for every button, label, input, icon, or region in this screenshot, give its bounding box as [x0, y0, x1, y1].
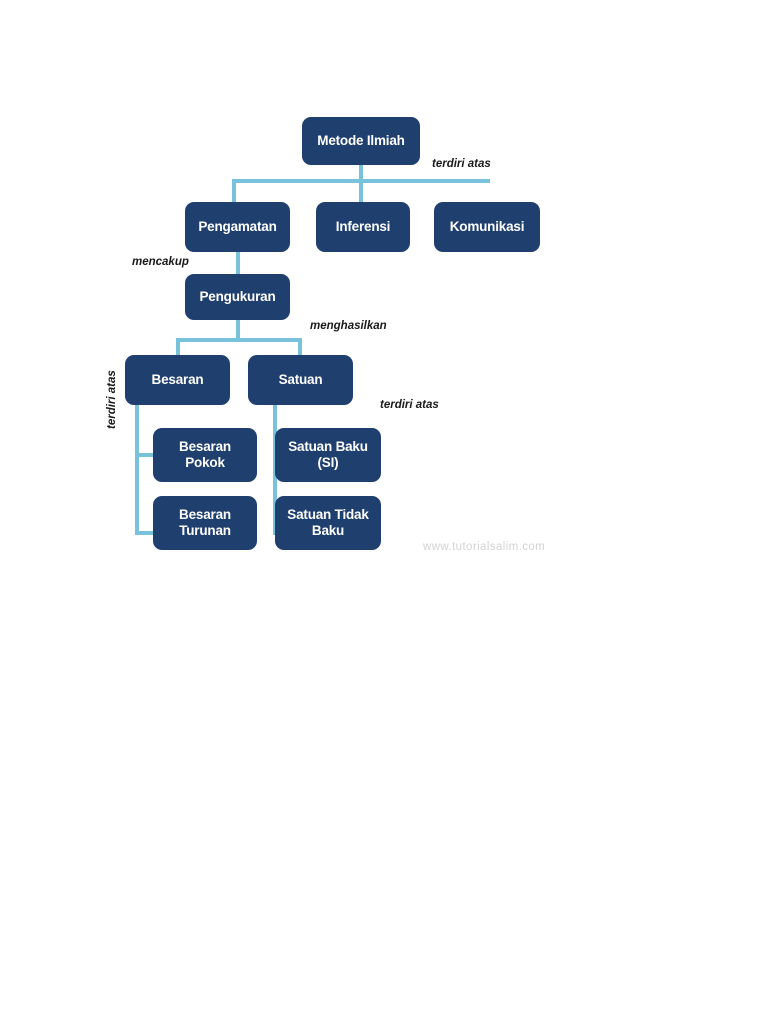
node-satuan-tidak-baku[interactable]: Satuan Tidak Baku	[275, 496, 381, 550]
node-satuan[interactable]: Satuan	[248, 355, 353, 405]
connector-pengamatan-pengukuran	[236, 250, 240, 276]
connector-stub-besaran-turunan	[135, 531, 155, 535]
node-label: Metode Ilmiah	[317, 132, 405, 148]
connector-pengukuran-stem	[236, 318, 240, 340]
node-label: Satuan Tidak Baku	[287, 506, 369, 538]
node-label: Satuan	[278, 371, 323, 387]
connector-stub-besaran-pokok	[135, 453, 155, 457]
connector-root-stem	[359, 163, 363, 182]
node-label: Satuan Baku (SI)	[288, 438, 368, 470]
node-besaran[interactable]: Besaran	[125, 355, 230, 405]
node-label: Besaran	[151, 371, 204, 387]
node-label: Inferensi	[335, 218, 391, 234]
node-label: Besaran Pokok	[179, 438, 231, 470]
connector-drop-inferensi	[359, 179, 363, 204]
node-pengukuran[interactable]: Pengukuran	[185, 274, 290, 320]
edge-label-mencakup: mencakup	[132, 256, 189, 268]
connector-drop-besaran	[176, 338, 180, 357]
connector-besaran-satuan-bus	[176, 338, 302, 342]
node-komunikasi[interactable]: Komunikasi	[434, 202, 540, 252]
node-inferensi[interactable]: Inferensi	[316, 202, 410, 252]
node-besaran-pokok[interactable]: Besaran Pokok	[153, 428, 257, 482]
node-besaran-turunan[interactable]: Besaran Turunan	[153, 496, 257, 550]
node-label: Besaran Turunan	[179, 506, 231, 538]
edge-label-terdiri-atas-right: terdiri atas	[380, 399, 439, 411]
node-label: Pengukuran	[199, 288, 276, 304]
node-label: Komunikasi	[449, 218, 525, 234]
edge-label-terdiri-atas-left: terdiri atas	[106, 370, 118, 429]
node-label: Pengamatan	[198, 218, 277, 234]
node-satuan-baku-si[interactable]: Satuan Baku (SI)	[275, 428, 381, 482]
edge-label-terdiri-atas-top: terdiri atas	[432, 158, 491, 170]
node-metode-ilmiah[interactable]: Metode Ilmiah	[302, 117, 420, 165]
node-pengamatan[interactable]: Pengamatan	[185, 202, 290, 252]
watermark: www.tutorialsalim.com	[423, 541, 546, 553]
connector-besaran-spine	[135, 403, 139, 535]
edge-label-menghasilkan: menghasilkan	[310, 320, 387, 332]
connector-drop-pengamatan	[232, 179, 236, 204]
connector-drop-satuan	[298, 338, 302, 357]
